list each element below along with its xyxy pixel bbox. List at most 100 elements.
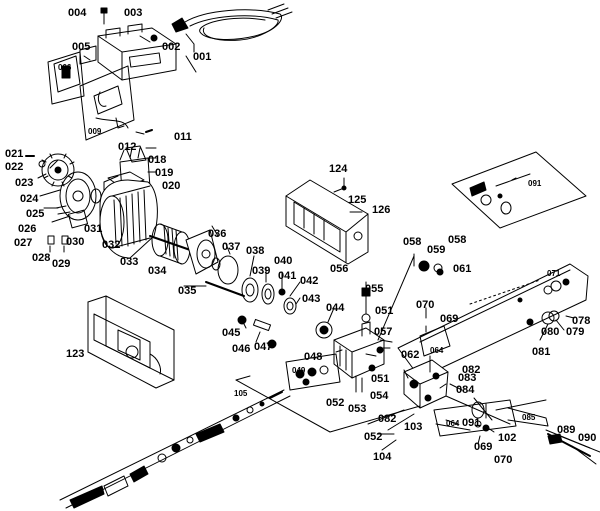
part-label-083: 083	[458, 372, 477, 384]
part-label-069b: 069	[474, 441, 493, 453]
part-label-023: 023	[15, 177, 34, 189]
part-label-058b: 058	[448, 234, 467, 246]
part-label-031: 031	[84, 223, 103, 235]
part-label-082a: 082	[462, 364, 481, 376]
part-label-059: 059	[427, 244, 446, 256]
part-label-006: 006	[58, 63, 72, 72]
part-label-024: 024	[20, 193, 39, 205]
power-cord-part	[171, 3, 293, 53]
part-label-037: 037	[222, 241, 241, 253]
leader-lines	[235, 255, 600, 465]
part-label-080: 080	[541, 326, 560, 338]
part-label-090: 090	[578, 432, 597, 444]
part-label-091a: 091	[528, 179, 542, 188]
part-label-126: 126	[372, 204, 391, 216]
part-label-062: 062	[401, 349, 420, 361]
fan-part	[41, 153, 75, 187]
part-label-057: 057	[374, 326, 393, 338]
part-label-032: 032	[102, 239, 121, 251]
part-label-044: 044	[326, 302, 345, 314]
fitting-parts	[413, 253, 444, 276]
part-label-027: 027	[14, 237, 33, 249]
capacitor-assembly-part	[79, 65, 135, 141]
part-label-035: 035	[178, 285, 197, 297]
part-label-004: 004	[68, 7, 87, 19]
part-label-051a: 051	[375, 305, 394, 317]
small-hardware-part	[25, 155, 89, 253]
part-label-054: 054	[370, 390, 389, 402]
part-label-070b: 070	[494, 454, 513, 466]
part-label-049: 049	[292, 366, 306, 375]
part-label-071: 071	[547, 269, 561, 278]
part-label-052a: 052	[326, 397, 345, 409]
part-label-033: 033	[120, 256, 139, 268]
part-label-123: 123	[66, 348, 85, 360]
part-label-038: 038	[246, 245, 265, 257]
part-label-046: 046	[232, 343, 251, 355]
part-label-053: 053	[348, 403, 367, 415]
part-label-078: 078	[572, 315, 591, 327]
part-label-043: 043	[302, 293, 321, 305]
part-label-102: 102	[498, 432, 517, 444]
part-label-125: 125	[348, 194, 367, 206]
gun-kit-part	[451, 151, 587, 229]
part-label-091b: 091	[462, 417, 481, 429]
part-label-103: 103	[404, 421, 423, 433]
part-label-047: 047	[254, 341, 273, 353]
pump-head-part	[333, 287, 385, 393]
part-label-041: 041	[278, 270, 297, 282]
part-label-028: 028	[32, 252, 51, 264]
part-label-085: 085	[522, 413, 536, 422]
label-leaders	[37, 15, 575, 451]
part-label-034: 034	[148, 265, 167, 277]
part-label-001: 001	[193, 51, 212, 63]
frame-part	[87, 295, 175, 389]
part-label-081: 081	[532, 346, 551, 358]
part-label-012: 012	[118, 141, 137, 153]
part-label-082b: 082	[378, 413, 397, 425]
part-label-089: 089	[557, 424, 576, 436]
switch-box-part	[79, 7, 177, 81]
lance-part	[59, 389, 291, 509]
part-label-070a: 070	[416, 299, 435, 311]
part-label-124: 124	[329, 163, 348, 175]
part-label-079: 079	[566, 326, 585, 338]
part-label-026: 026	[18, 223, 37, 235]
end-cover-part	[59, 171, 102, 221]
part-label-002: 002	[162, 41, 181, 53]
motor-housing-part	[99, 179, 158, 259]
part-label-036: 036	[208, 228, 227, 240]
part-label-011: 011	[174, 131, 192, 143]
lower-bracket-part	[433, 399, 591, 457]
part-label-048: 048	[304, 351, 323, 363]
bearing-seal-parts	[205, 277, 333, 339]
part-label-021: 021	[5, 148, 24, 160]
upper-frame-part	[285, 177, 369, 265]
front-flange-part	[185, 229, 239, 285]
part-label-019: 019	[155, 167, 174, 179]
part-label-061: 061	[453, 263, 472, 275]
pump-assembly-part	[403, 325, 511, 425]
part-label-084: 084	[456, 384, 475, 396]
part-label-042: 042	[300, 275, 319, 287]
part-label-056: 056	[330, 263, 349, 275]
part-label-058a: 058	[403, 236, 422, 248]
part-label-051b: 051	[371, 373, 390, 385]
part-label-020: 020	[162, 180, 181, 192]
part-label-104: 104	[373, 451, 392, 463]
part-label-025: 025	[26, 208, 45, 220]
part-label-052b: 052	[364, 431, 383, 443]
valve-kit-parts	[285, 353, 341, 391]
part-label-029: 029	[52, 258, 71, 270]
part-label-003: 003	[124, 7, 143, 19]
part-label-039: 039	[252, 265, 271, 277]
part-label-045: 045	[222, 327, 241, 339]
hose-assembly-part	[397, 263, 589, 379]
part-label-064a: 064	[430, 346, 444, 355]
part-label-009: 009	[88, 127, 102, 136]
part-label-005: 005	[72, 41, 91, 53]
part-label-018: 018	[148, 154, 167, 166]
part-label-069a: 069	[440, 313, 459, 325]
